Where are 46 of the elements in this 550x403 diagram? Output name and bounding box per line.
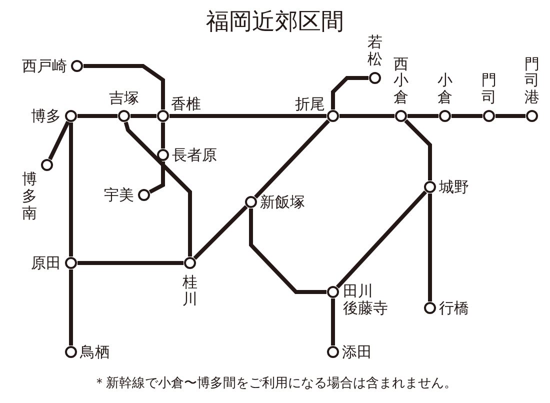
rail-line (428, 194, 432, 302)
station-name: 城野 (439, 178, 469, 196)
station-name: 西小倉 (394, 56, 408, 106)
rail-line (48, 120, 70, 160)
rail-line (336, 190, 428, 289)
rail-line (452, 114, 482, 118)
station-name: 若松 (368, 34, 382, 68)
title: 福岡近郊区間 (205, 8, 345, 37)
rail-line (254, 119, 330, 199)
rail-line (408, 114, 438, 118)
station-name: 博多南 (22, 171, 37, 222)
rail-line (249, 208, 326, 294)
station-name: 長者原 (172, 146, 217, 164)
rail-line (331, 76, 368, 110)
rail-line (404, 119, 432, 180)
rail-line (84, 64, 165, 110)
rail-line (193, 205, 248, 260)
station-name: 門司港 (524, 56, 540, 106)
station-name: 桂川 (182, 274, 198, 308)
rail-line (161, 122, 165, 148)
station-name: 折尾 (295, 96, 325, 112)
station-name: 行橋 (439, 300, 469, 316)
station-name: 添田 (342, 344, 372, 360)
station-name: 小倉 (438, 72, 452, 106)
station-name: 田川後藤寺 (343, 283, 388, 316)
rail-line (78, 261, 184, 265)
rail-line (496, 114, 526, 118)
rail-line (170, 114, 326, 118)
station-name: 新飯塚 (260, 194, 305, 210)
rail-line (340, 114, 394, 118)
rail-line (69, 270, 73, 346)
footnote: ＊新幹線で小倉〜博多間をご利用になる場合は含まれません。 (92, 375, 458, 392)
station-name: 原田 (31, 254, 61, 272)
rail-line (124, 122, 192, 256)
rail-line (69, 122, 73, 256)
station-name: 西戸崎 (22, 58, 67, 74)
station-name: 吉塚 (109, 90, 139, 106)
rail-line (148, 162, 165, 194)
station-name: 博多 (31, 108, 61, 124)
station-name: 鳥栖 (80, 344, 110, 360)
rail-line (78, 114, 118, 118)
station-name: 門司 (482, 72, 496, 106)
station-name: 宇美 (104, 186, 134, 204)
rail-line (130, 114, 156, 118)
rail-line (331, 298, 335, 346)
station-name: 香椎 (171, 96, 201, 112)
